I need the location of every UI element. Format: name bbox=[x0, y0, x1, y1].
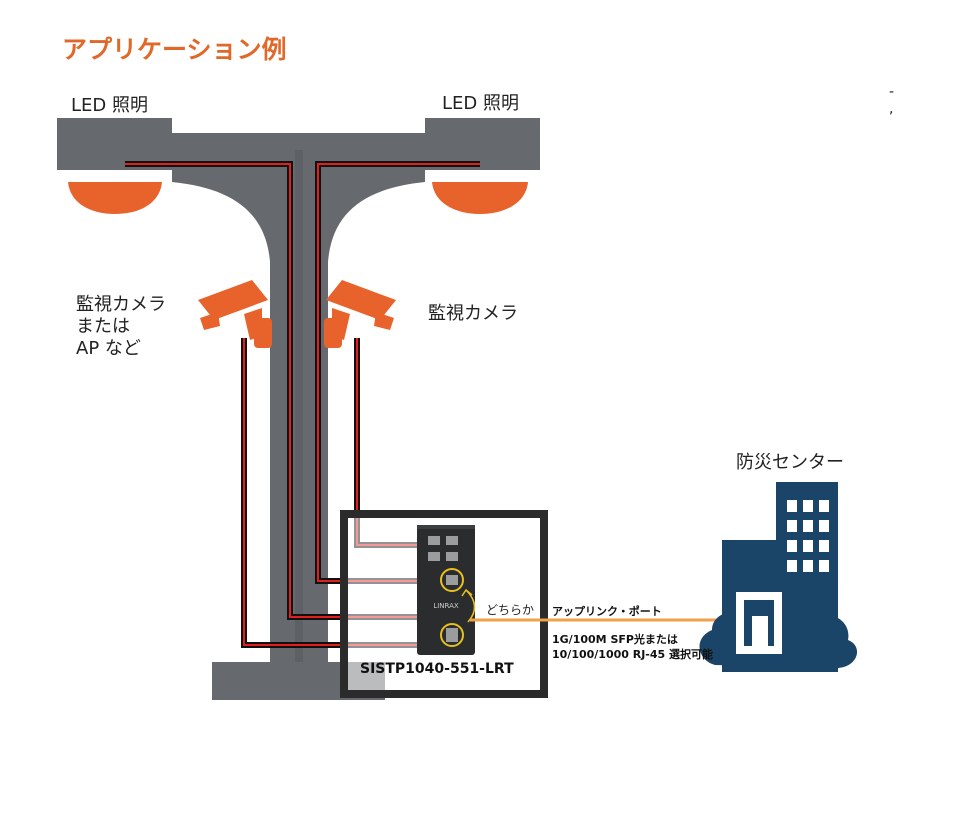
building-icon bbox=[722, 482, 838, 672]
camera-label-right: 監視カメラ bbox=[428, 303, 518, 324]
camera-label-left: 監視カメラ または AP など bbox=[76, 294, 166, 360]
camera-label-left-line-2: または bbox=[76, 316, 130, 337]
device-ports bbox=[428, 536, 458, 642]
page-title: アプリケーション例 bbox=[62, 35, 287, 64]
either-label: どちらか bbox=[486, 603, 535, 617]
camera-left-icon bbox=[198, 280, 272, 348]
pole-shadow bbox=[295, 150, 303, 662]
stray-mark-1: - bbox=[889, 84, 895, 100]
uplink-desc-line-1: 1G/100M SFP光または bbox=[552, 633, 678, 646]
rj45-highlight-ring bbox=[440, 568, 464, 592]
uplink-desc: 1G/100M SFP光または 10/100/1000 RJ-45 選択可能 bbox=[552, 632, 713, 662]
led-lamp-left-icon bbox=[68, 182, 162, 214]
sfp-highlight-ring bbox=[440, 623, 464, 647]
uplink-port-label: アップリンク・ポート bbox=[552, 605, 662, 618]
disaster-center-label: 防災センター bbox=[736, 452, 844, 473]
switch-device-icon: LINRAX bbox=[417, 525, 475, 655]
uplink-desc-line-2: 10/100/1000 RJ-45 選択可能 bbox=[552, 648, 714, 661]
led-label-left: LED 照明 bbox=[71, 95, 148, 116]
model-label: SISTP1040-551-LRT bbox=[360, 661, 514, 677]
stray-mark-2: , bbox=[889, 101, 894, 117]
camera-label-left-line-3: AP など bbox=[76, 338, 141, 359]
street-light-pole bbox=[57, 118, 540, 700]
camera-right-icon bbox=[324, 280, 396, 348]
device-brand: LINRAX bbox=[433, 602, 459, 610]
camera-label-left-line-1: 監視カメラ bbox=[76, 294, 166, 315]
led-label-right: LED 照明 bbox=[442, 93, 519, 114]
led-lamp-right-icon bbox=[432, 182, 528, 214]
